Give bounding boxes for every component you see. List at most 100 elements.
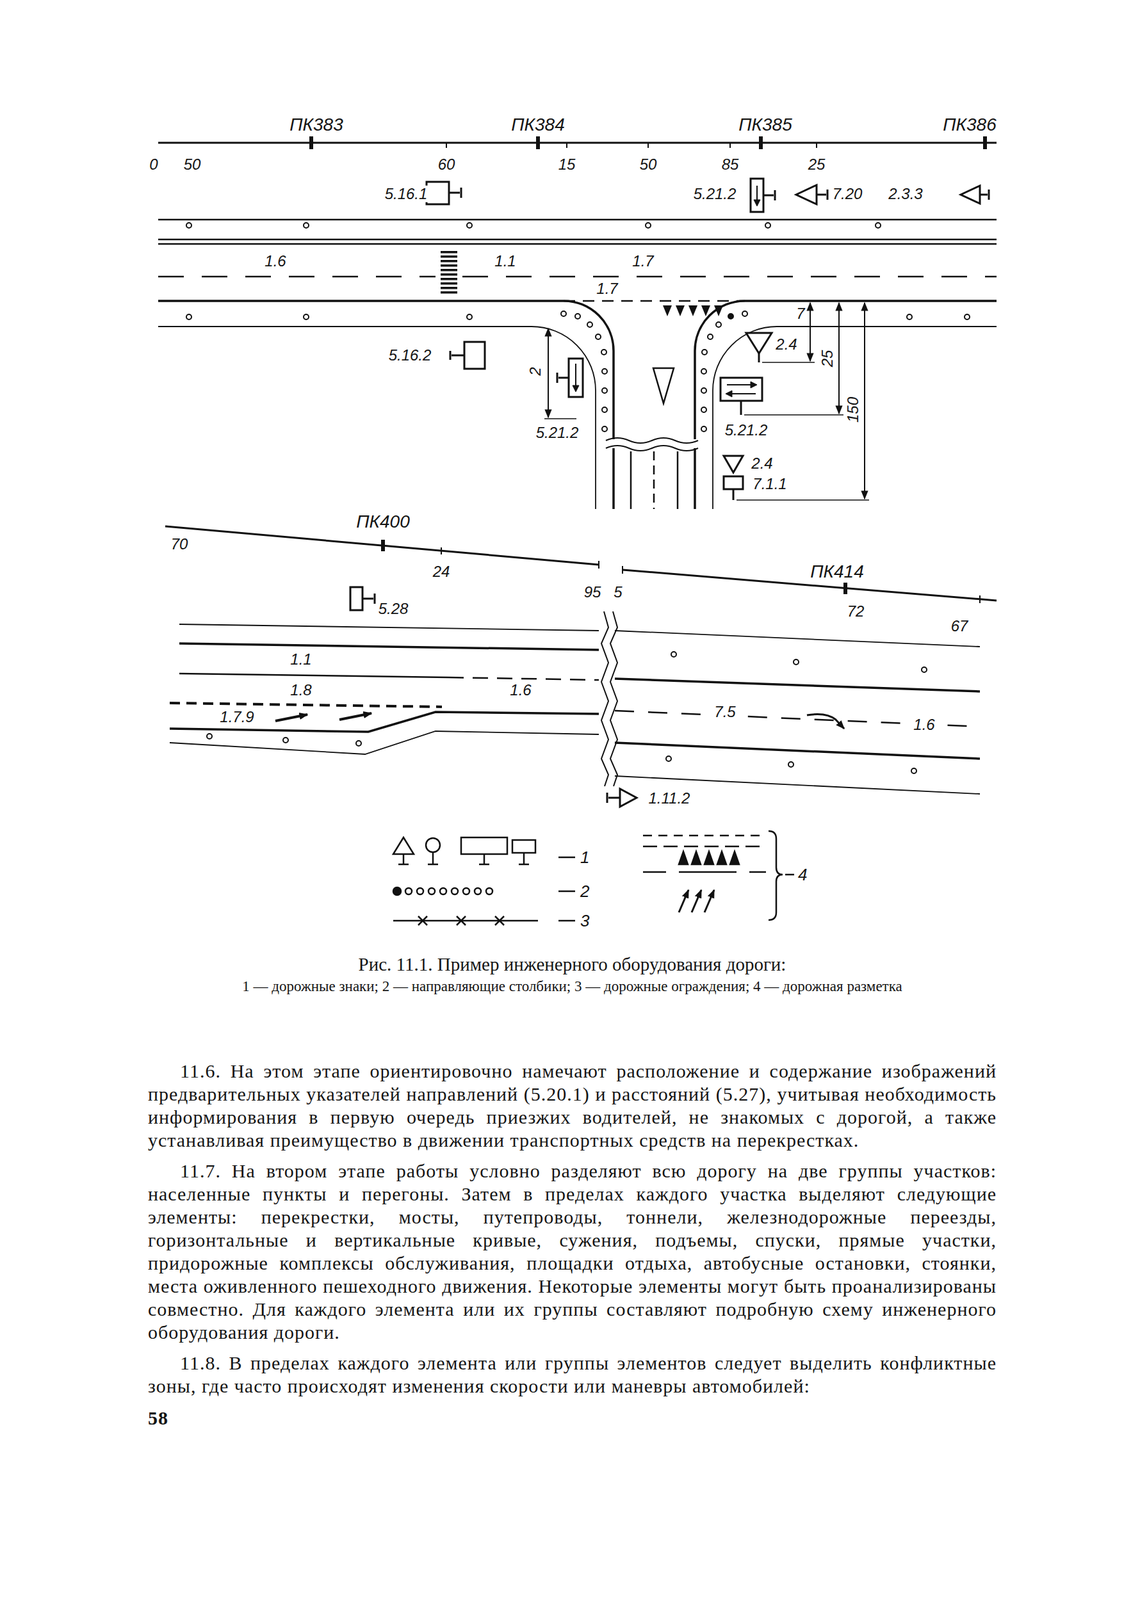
page-number: 58 [147,1407,997,1431]
legend-sample [479,863,490,866]
road-edge [158,219,997,221]
legend-sample [405,888,412,895]
stationing-axis [729,142,731,148]
crosswalk-marking [440,277,458,281]
road-sign [449,350,452,360]
legend-number: 2 [580,882,590,902]
road-edge [169,731,599,755]
stationing-axis [309,136,314,150]
road-sign [362,598,374,601]
legend-sample [495,916,505,926]
legend-sample [427,863,439,866]
crosswalk-marking [440,268,458,272]
legend-sample [418,916,428,926]
road-edge [179,643,599,651]
give-way-marking [688,305,698,317]
legend-sample [678,871,737,874]
station-number: 5 [612,584,624,601]
body-text: 11.6. На этом этапе ориентировочно намеч… [147,1059,997,1438]
stationing-axis [758,136,763,150]
stationing-axis [815,142,818,148]
road-break [601,611,609,787]
road-sign [796,185,817,205]
road-sign [575,363,577,389]
figure-caption-block: Рис. 11.1. Пример инженерного оборудован… [147,952,997,997]
road-sign [350,587,363,611]
road-sign [979,194,988,196]
sign-number: 2.4 [774,336,798,353]
legend-sample [495,916,505,926]
legend-sample [785,874,795,877]
legend-sample [393,837,414,855]
guide-post [788,762,794,768]
road-edge [614,630,980,647]
guide-post [707,334,713,340]
give-way-marking [675,305,685,317]
stationing-axis [843,582,848,595]
crosswalk-marking [440,255,458,259]
stationing-axis [440,547,442,555]
legend-sample [474,888,481,895]
legend-number: 3 [580,912,590,931]
road-edge [158,238,997,241]
legend-sample [678,851,688,865]
road-sign [750,381,758,389]
guide-post [466,222,473,228]
station-number: 67 [949,618,970,635]
dimension-label: 7 [794,305,806,323]
legend-sample [456,916,466,926]
guide-post [206,733,212,740]
legend-sample [558,890,576,893]
road-sign [723,476,743,490]
picket-label: ПК400 [354,512,412,533]
marking-number: 1.6 [508,682,533,699]
guide-post [875,222,881,228]
sign-number: 2.3.3 [887,185,924,203]
guide-post [701,368,707,375]
guide-post [911,768,917,774]
dimension-label: 25 [819,349,836,369]
road-edge [179,624,599,631]
road-edge [158,301,614,510]
legend-sample [402,854,405,865]
legend-sample [461,837,508,855]
give-way-marking [662,305,724,317]
road-sign [723,456,743,473]
guide-post [701,349,708,355]
road-sign [558,377,569,380]
road-sign [816,194,827,196]
road-edge [158,276,436,278]
stationing-axis [165,526,599,565]
sign-number: 5.16.2 [387,347,433,364]
road-sign [746,333,772,354]
legend-sample [451,888,458,895]
guide-post [575,313,581,319]
guide-post [602,407,608,413]
station-number: 85 [720,156,741,173]
road-edge [448,677,599,681]
road-sign [763,194,774,197]
dimension-line [744,414,844,416]
road-edge [339,713,372,720]
legend-sample [704,890,715,913]
road-sign [568,358,583,398]
guide-post [561,311,567,317]
road-sign [720,377,763,401]
legend-sample [643,835,766,838]
crosswalk-marking [440,286,458,290]
road-edge [676,451,679,510]
guide-post [587,322,593,328]
sign-number: 7.1.1 [751,475,788,493]
legend-sample [704,851,714,865]
road-edge [158,219,997,510]
road-sign [740,400,743,416]
station-number: 50 [182,156,203,173]
marking-number: 1.6 [263,252,287,270]
guide-post [186,222,970,432]
stationing-axis [621,566,624,574]
sign-number: 1.11.2 [647,790,692,807]
guide-post [964,314,970,320]
guide-post [701,388,707,394]
picket-label: ПК386 [941,115,998,136]
legend-sample [393,887,401,896]
